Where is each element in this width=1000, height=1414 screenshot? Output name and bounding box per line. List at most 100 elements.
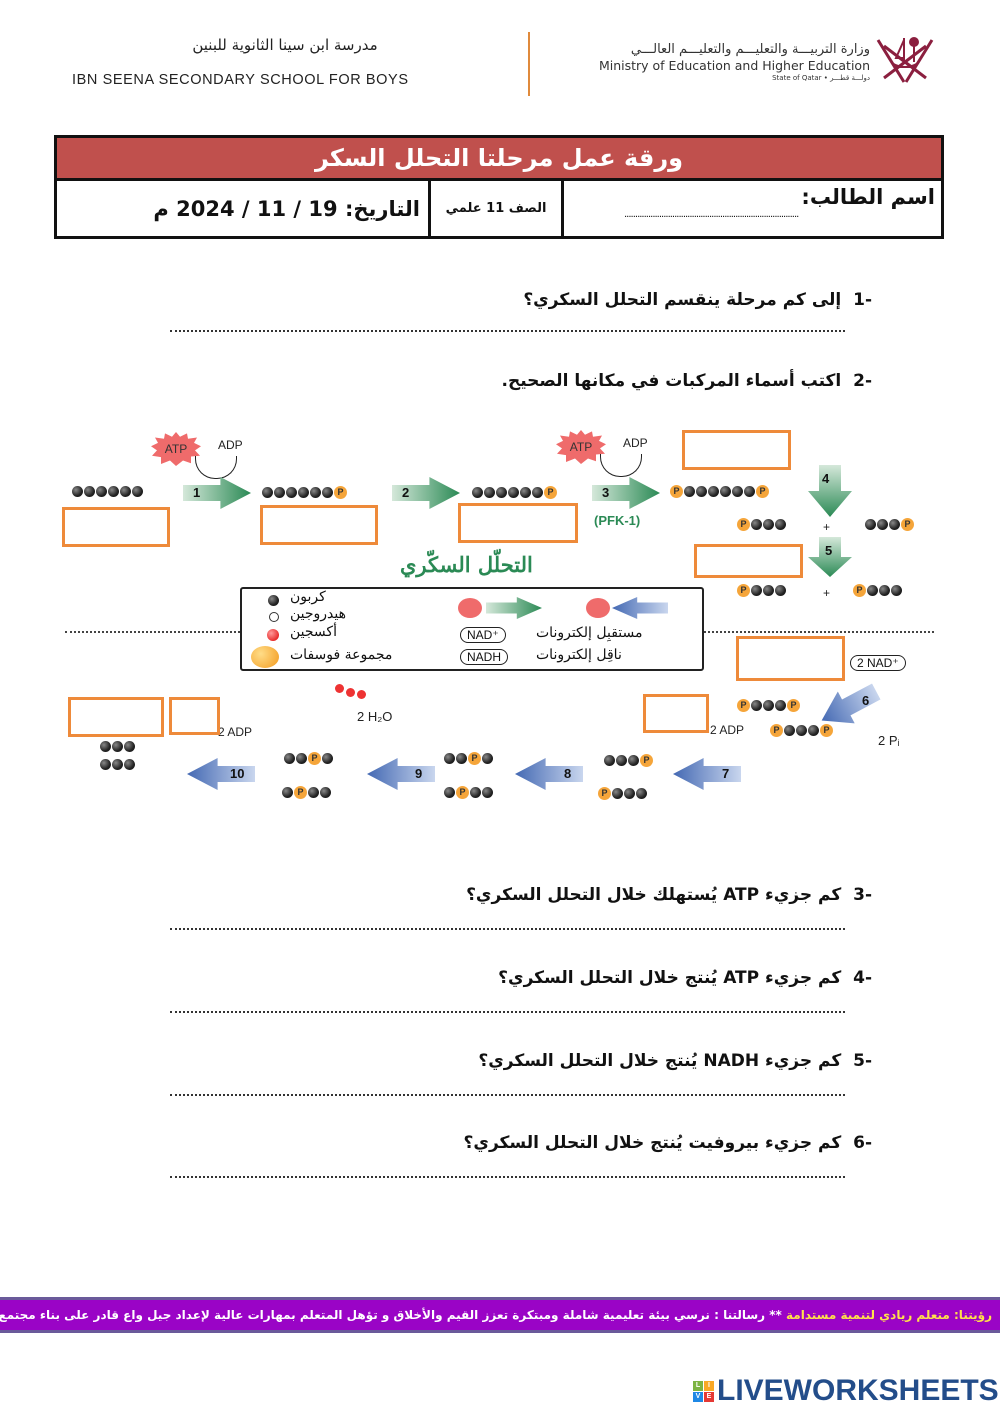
phosphate-icon [251,646,279,668]
carbon-atom [274,487,285,498]
step-number-2: 2 [402,485,410,500]
molecule-8b: P [598,787,647,800]
worksheet-title-table: ورقة عمل مرحلتا التحلل السكر التاريخ: 19… [54,135,944,239]
step-arrow-10 [187,758,255,790]
molecule-5b: P [865,518,914,531]
answer-box-9[interactable] [169,697,220,735]
answer-box-8[interactable] [68,697,164,737]
carbon-atom [484,487,495,498]
class-label: الصف 11 علمي [428,178,564,239]
carbon-atom [262,487,273,498]
carbon-atom [84,486,95,497]
phosphate-group: P [737,584,750,597]
legend-phosphate: مجموعة فوسفات [290,647,393,663]
carbon-atom [322,753,333,764]
answer-box-7[interactable] [643,694,709,733]
carbon-atom [763,700,774,711]
red-circle-icon [586,598,610,618]
carbon-atom [472,487,483,498]
pyruvate-b [100,759,135,770]
question-6: -6 كم جزيء بيروفيت يُنتج خلال التحلل الس… [463,1133,872,1153]
carbon-atom [96,486,107,497]
phosphate-group: P [756,485,769,498]
carbon-atom [775,700,786,711]
legend-box: كربون هيدروجين أكسجين مجموعة فوسفات NAD⁺… [240,587,704,671]
molecule-2: P [262,486,347,499]
carbon-atom [751,519,762,530]
answer-box-3[interactable] [458,503,578,543]
step-number-6: 6 [862,693,870,708]
carbon-atom [708,486,719,497]
step-number-10: 10 [230,766,245,781]
carbon-atom [72,486,83,497]
answer-box-4[interactable] [682,430,791,470]
student-name-dots[interactable]: ........................................… [624,209,799,220]
carbon-atom [124,741,135,752]
water-molecules-icon [335,684,366,699]
phosphate-group: P [308,752,321,765]
legend-hydrogen: هيدروجين [290,606,347,622]
atp-curve-arrow-2 [600,454,642,477]
answer-line-6[interactable] [170,1176,845,1178]
hydrogen-icon [269,612,279,622]
ministry-english: Ministry of Education and Higher Educati… [598,58,870,73]
carbon-atom [100,741,111,752]
carbon-atom [444,753,455,764]
answer-box-5[interactable] [694,544,803,578]
student-name-cell[interactable]: اسم الطالب: ............................… [561,178,944,239]
carbon-atom [636,788,647,799]
phase-divider-right [704,631,934,633]
legend-carbon: كربون [290,589,326,605]
answer-box-6[interactable] [736,636,845,681]
carbon-atom [296,753,307,764]
molecule-6b: P [853,584,902,597]
atp-starburst-2: ATP [556,430,606,464]
carbon-atom [120,486,131,497]
carbon-atom [604,755,615,766]
vision-mission-banner: رؤيتنا: متعلم ريادي لتنمية مستدامة ** رس… [0,1297,1000,1333]
carbon-atom [124,759,135,770]
mission-text: ** رسالتنا : نرسي بيئة تعليمية شاملة ومب… [0,1308,782,1322]
carbon-atom [751,700,762,711]
carbon-atom [444,787,455,798]
carbon-atom [112,741,123,752]
carbon-atom [496,487,507,498]
answer-line-1[interactable] [170,330,845,332]
carbon-atom [763,519,774,530]
green-arrow-icon [486,597,542,619]
phosphate-group: P [901,518,914,531]
step-arrow-8 [515,758,583,790]
carbon-atom [308,787,319,798]
date-label: التاريخ: 19 / 11 / 2024 م [54,178,431,239]
question-4: -4 كم جزيء ATP يُنتج خلال التحلل السكري؟ [498,968,872,988]
vision-text: رؤيتنا: متعلم ريادي لتنمية مستدامة [786,1308,992,1322]
carbon-atom [112,759,123,770]
step-number-4: 4 [822,471,830,486]
carbon-atom [624,788,635,799]
answer-line-3[interactable] [170,928,845,930]
molecule-9a: P [444,752,493,765]
ministry-arabic: وزارة التربيـــة والتعليـــم والتعليـــم… [630,42,870,57]
pyruvate-a [100,741,135,752]
carbon-atom [751,585,762,596]
carbon-atom [720,486,731,497]
phosphate-group: P [737,699,750,712]
answer-box-2[interactable] [260,505,378,545]
legend-oxygen: أكسجين [290,624,337,640]
answer-line-4[interactable] [170,1011,845,1013]
carbon-atom [470,787,481,798]
answer-box-glucose[interactable] [62,507,170,547]
carbon-atom [744,486,755,497]
phosphate-group: P [737,518,750,531]
answer-line-5[interactable] [170,1094,845,1096]
carbon-atom [867,585,878,596]
atp-starburst-1: ATP [151,432,201,466]
adp-label-1: ADP [218,438,243,452]
step-arrow-7 [673,758,741,790]
molecule-10b: P [282,786,331,799]
phase-divider-left [65,631,240,633]
student-name-label: اسم الطالب: [801,185,935,209]
